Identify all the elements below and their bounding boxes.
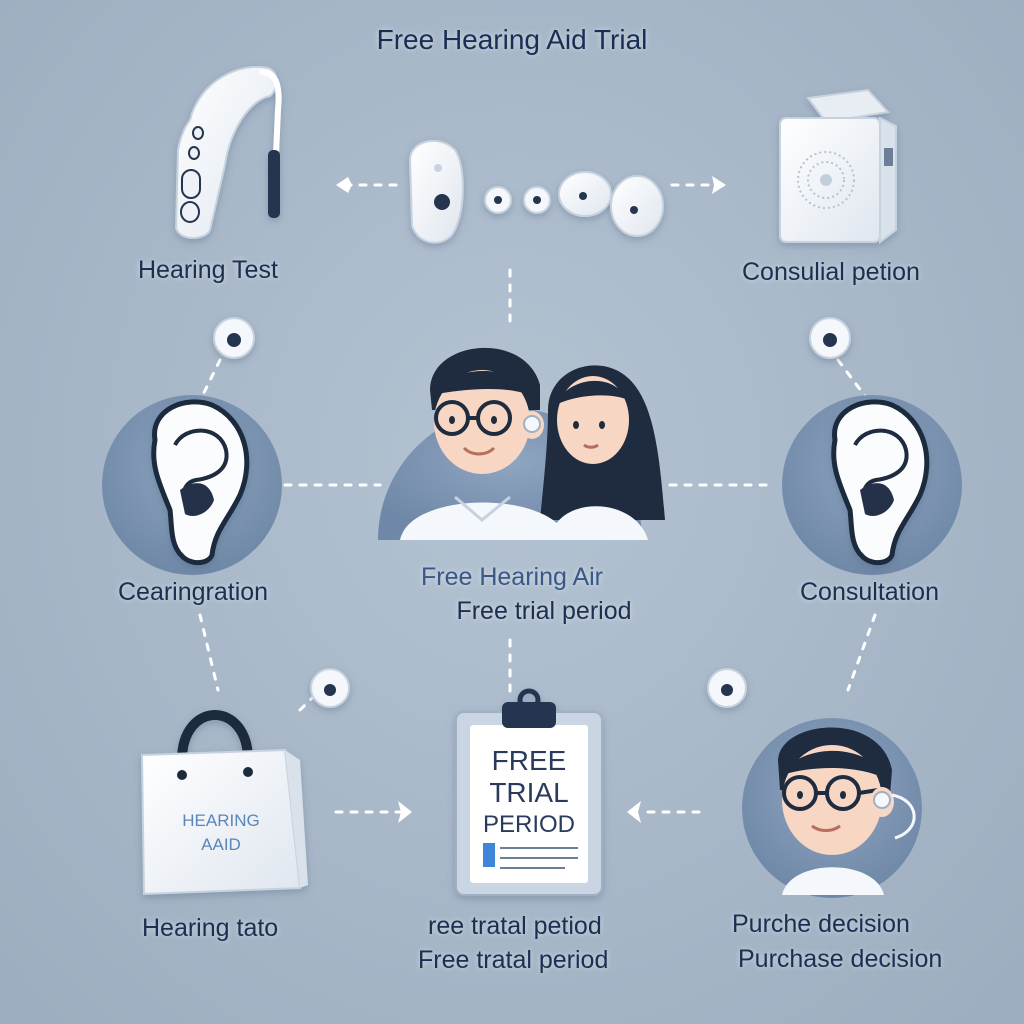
arrow-heads <box>336 176 726 823</box>
label-consultation: Consultation <box>800 578 939 606</box>
clipboard-text-line2: TRIAL <box>489 777 568 808</box>
label-bottom-center-line2: Free tratal period <box>418 946 609 974</box>
connector-lines <box>196 183 877 814</box>
connector-left-lower <box>198 613 220 692</box>
connector-right-lower <box>846 613 877 692</box>
label-purchase-line2: Purchase decision <box>738 945 943 973</box>
label-cearing-ration: Cearingration <box>118 578 269 606</box>
arrow-right-icon <box>712 176 726 194</box>
label-center-line1: Free Hearing Air <box>420 563 604 591</box>
arrow-left-bottom-icon <box>627 801 641 823</box>
clipboard-text-line3: PERIOD <box>483 811 575 838</box>
earbuds-icon <box>408 140 664 244</box>
arrow-right-bottom-icon <box>398 801 412 823</box>
couple-icon <box>378 347 665 540</box>
label-center-line2: Free trial period <box>456 597 632 625</box>
page-title: Free Hearing Aid Trial <box>376 24 648 55</box>
clipboard-text-line1: FREE <box>492 745 567 776</box>
label-hearing-tato: Hearing tato <box>142 914 279 942</box>
small-earbud-icons <box>213 317 851 708</box>
ear-icon-right <box>782 395 962 575</box>
bag-text-line1: HEARING <box>182 811 259 830</box>
clipboard-icon <box>455 688 603 896</box>
man-with-hearing-aid-icon <box>742 718 922 898</box>
label-consultal-petion: Consulial petion <box>742 258 920 286</box>
arrow-diamond-left-icon <box>336 177 352 193</box>
label-bottom-center-line1: ree tratal petiod <box>428 912 602 940</box>
charger-box-icon <box>779 88 897 244</box>
connector-right-upper <box>836 358 870 402</box>
label-purchase-line1: Purche decision <box>732 910 910 938</box>
ear-icon-left <box>102 395 282 575</box>
bte-hearing-aid-icon <box>174 65 282 239</box>
label-hearing-test: Hearing Test <box>138 256 278 284</box>
bag-text-line2: AAID <box>201 835 241 854</box>
shopping-bag-icon <box>140 710 308 896</box>
connector-bag-bud <box>298 688 322 712</box>
